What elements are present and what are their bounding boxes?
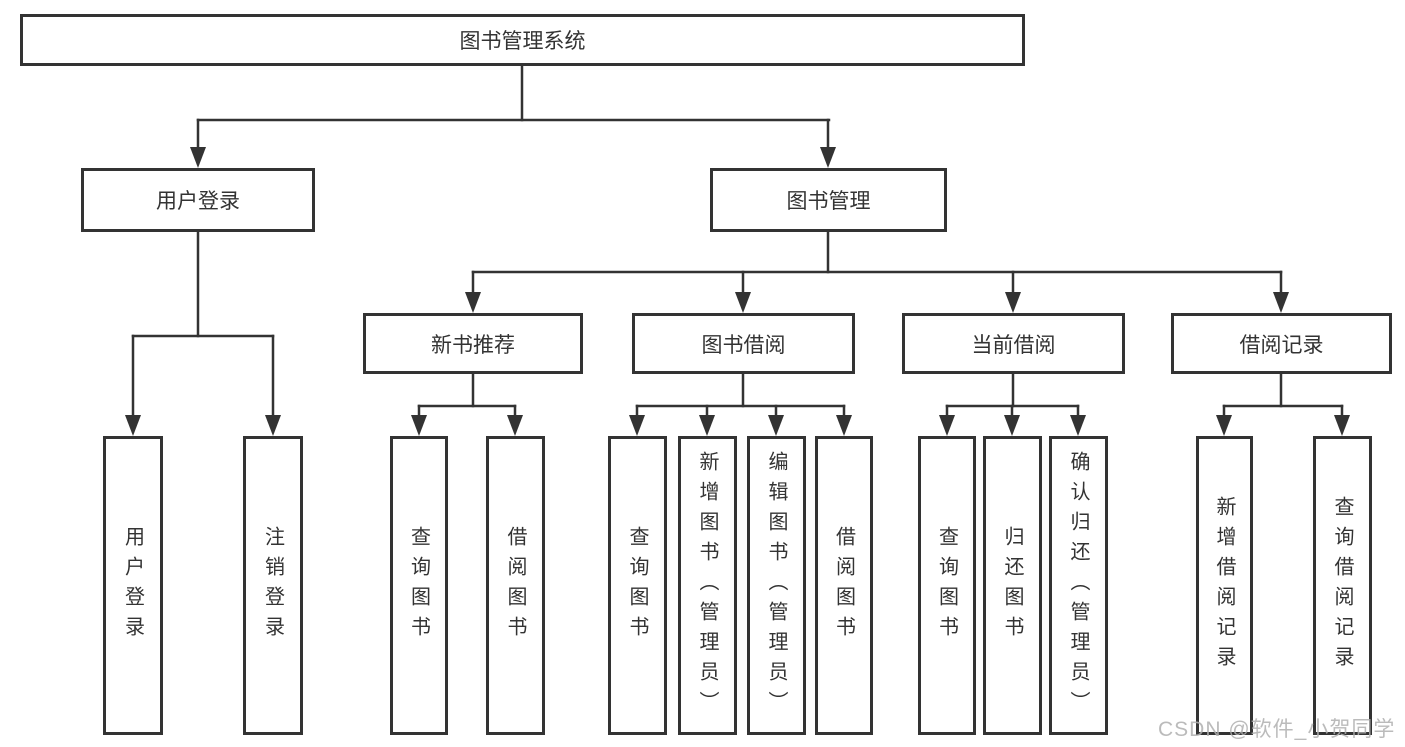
leaf-borrow-borrow: 借阅图书 (815, 436, 873, 735)
borrow-records-node: 借阅记录 (1171, 313, 1392, 374)
leaf-record-add: 新增借阅记录 (1196, 436, 1253, 735)
leaf-user-login: 用户登录 (103, 436, 163, 735)
leaf-borrow-query: 查询图书 (608, 436, 667, 735)
csdn-watermark: CSDN @软件_小贺同学 (1158, 718, 1396, 741)
leaf-current-query: 查询图书 (918, 436, 976, 735)
book-management-node: 图书管理 (710, 168, 947, 232)
leaf-borrow-edit-admin: 编辑图书（管理员） (747, 436, 806, 735)
leaf-current-return: 归还图书 (983, 436, 1042, 735)
leaf-newbook-query: 查询图书 (390, 436, 448, 735)
new-book-recommend-node: 新书推荐 (363, 313, 583, 374)
book-borrow-node: 图书借阅 (632, 313, 855, 374)
leaf-record-query: 查询借阅记录 (1313, 436, 1372, 735)
current-borrow-node: 当前借阅 (902, 313, 1125, 374)
user-login-node: 用户登录 (81, 168, 315, 232)
root-node-library-system: 图书管理系统 (20, 14, 1025, 66)
leaf-logout: 注销登录 (243, 436, 303, 735)
leaf-current-confirm-admin: 确认归还（管理员） (1049, 436, 1108, 735)
leaf-newbook-borrow: 借阅图书 (486, 436, 545, 735)
leaf-borrow-add-admin: 新增图书（管理员） (678, 436, 737, 735)
